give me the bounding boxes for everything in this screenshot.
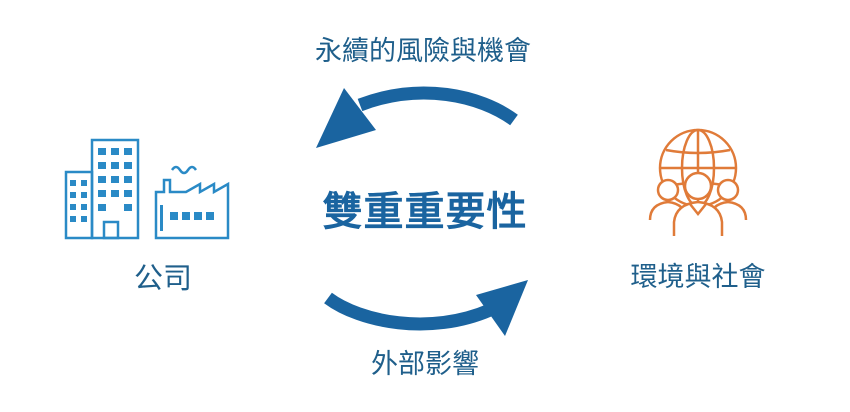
risk-opportunity-label: 永續的風險與機會 [315,36,531,67]
environment-society-label: 環境與社會 [630,262,766,293]
double-materiality-title: 雙重重要性 [322,189,528,235]
external-impact-label: 外部影響 [371,349,479,380]
top-arrow [316,86,518,148]
bottom-arrow [324,280,528,336]
company-label: 公司 [133,261,192,295]
